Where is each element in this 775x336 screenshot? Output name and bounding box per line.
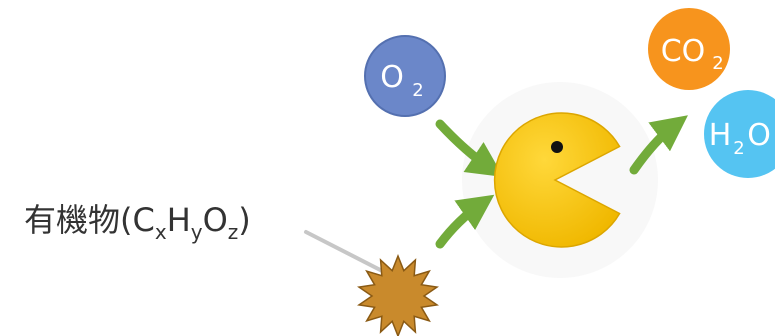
co2-subscript: 2 bbox=[712, 53, 723, 74]
water-h-element: H bbox=[709, 118, 732, 153]
pacman-icon bbox=[493, 112, 621, 248]
svg-text:O: O bbox=[380, 60, 404, 95]
arrow-products-out bbox=[629, 115, 688, 175]
oxygen-element: O bbox=[380, 60, 404, 95]
water-h-subscript: 2 bbox=[733, 138, 744, 159]
water-o-element: O bbox=[747, 118, 771, 153]
organic-matter-label: 有機物(CxHyOz) bbox=[24, 201, 251, 244]
water-molecule: H 2 O bbox=[704, 90, 775, 178]
oxygen-subscript: 2 bbox=[412, 80, 423, 101]
oxygen-molecule: O 2 bbox=[364, 35, 446, 117]
co2-element: CO bbox=[661, 34, 706, 69]
pacman-glow bbox=[462, 82, 658, 278]
carbon-dioxide-molecule: CO 2 bbox=[648, 8, 730, 90]
arrow-organic-in bbox=[435, 194, 495, 249]
starburst-icon bbox=[357, 253, 439, 336]
arrow-oxygen-in bbox=[435, 119, 504, 177]
pacman-eye bbox=[551, 141, 563, 153]
